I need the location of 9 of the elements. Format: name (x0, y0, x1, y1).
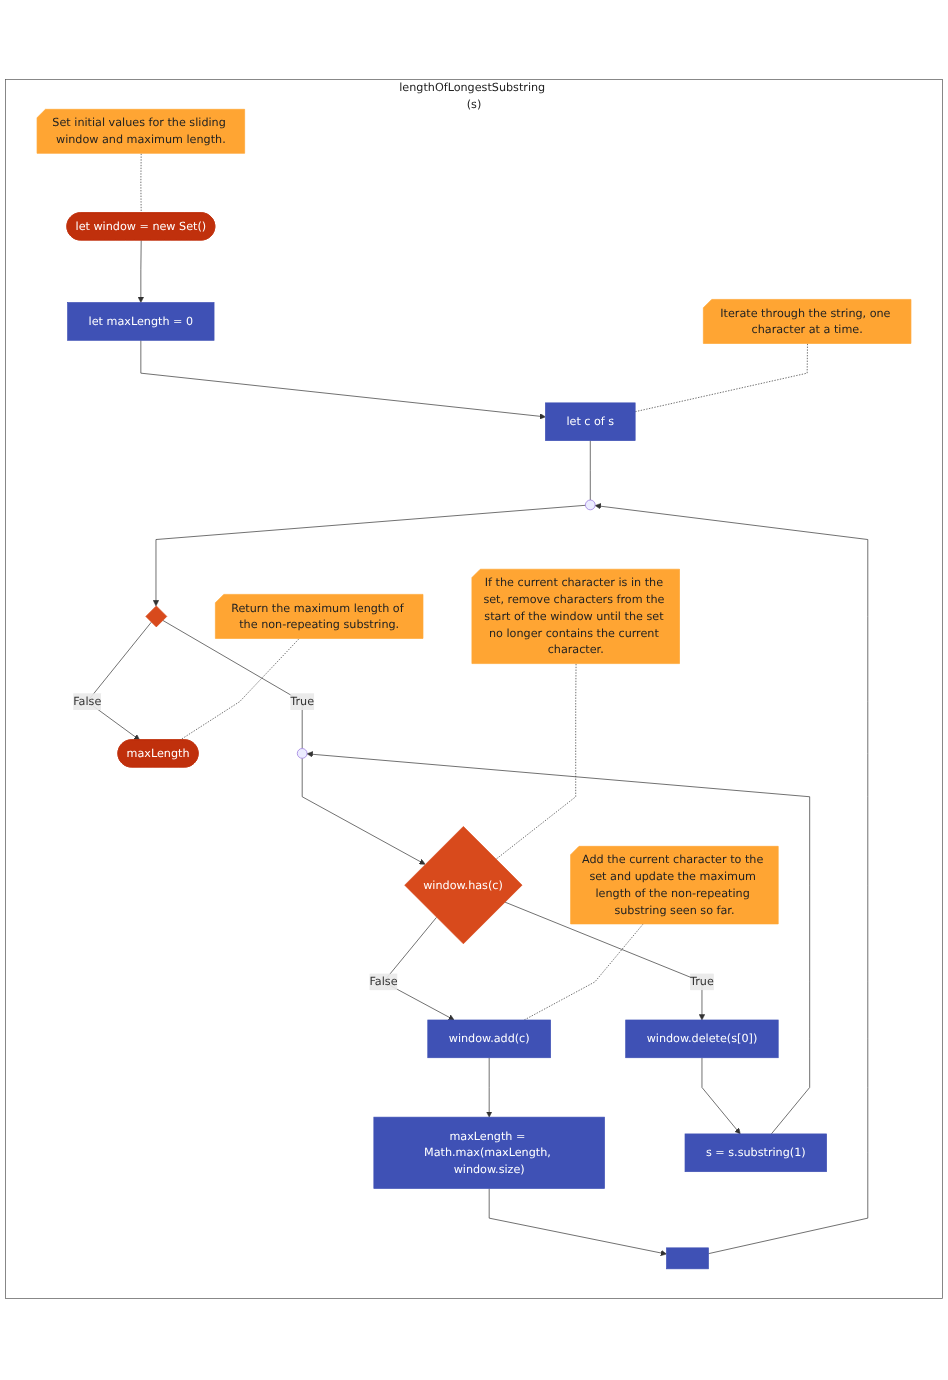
node-box (666, 1248, 709, 1271)
connector (634, 344, 808, 413)
node-circle (585, 500, 596, 512)
connector (523, 924, 644, 1022)
connector (179, 639, 300, 742)
node-diamond (145, 606, 168, 629)
connector (495, 664, 577, 861)
connector (162, 620, 303, 750)
node-circle (296, 749, 308, 760)
